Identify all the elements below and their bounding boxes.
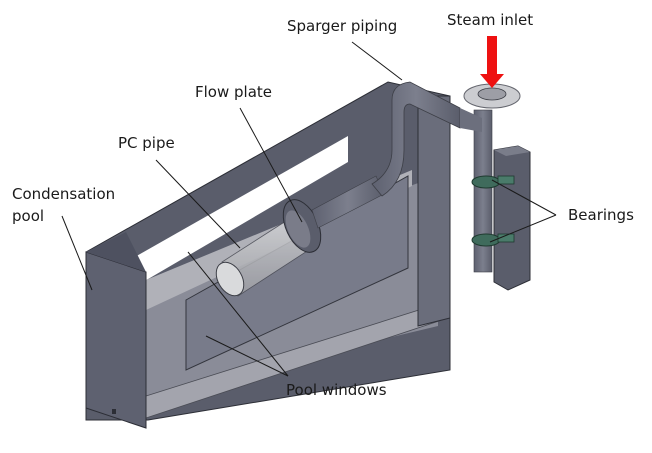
label-steam-inlet: Steam inlet	[447, 11, 534, 29]
pool-foot	[112, 409, 116, 414]
label-condensation-pool-line1: Condensation	[12, 185, 116, 203]
leader-bearing-upper	[491, 179, 557, 216]
leader-lines	[61, 41, 557, 377]
pool-upper-opening	[126, 136, 348, 292]
sparger-piping	[371, 81, 493, 273]
label-condensation-pool-line2: pool	[12, 207, 45, 225]
leader-bearing-lower	[489, 214, 557, 243]
label-sparger-piping: Sparger piping	[287, 17, 398, 35]
leader-flow-plate	[239, 107, 303, 223]
bearing-column	[493, 145, 531, 291]
pool-right-wall	[417, 95, 451, 327]
bearings	[471, 175, 515, 247]
pool-front-cap-top	[86, 232, 146, 272]
label-bearings: Bearings	[568, 206, 634, 224]
leader-pool-window-lower	[205, 335, 289, 377]
leader-pool-window-upper	[187, 251, 289, 377]
leader-pc-pipe	[155, 159, 241, 249]
label-pc-pipe: PC pipe	[118, 134, 175, 152]
pool-front-cap	[85, 251, 147, 429]
leader-condensation-pool	[61, 215, 93, 291]
label-pool-windows: Pool windows	[286, 381, 387, 399]
flow-plate	[282, 199, 322, 253]
label-flow-plate: Flow plate	[195, 83, 272, 101]
steam-arrow-icon	[480, 36, 504, 88]
leader-sparger	[351, 41, 403, 81]
